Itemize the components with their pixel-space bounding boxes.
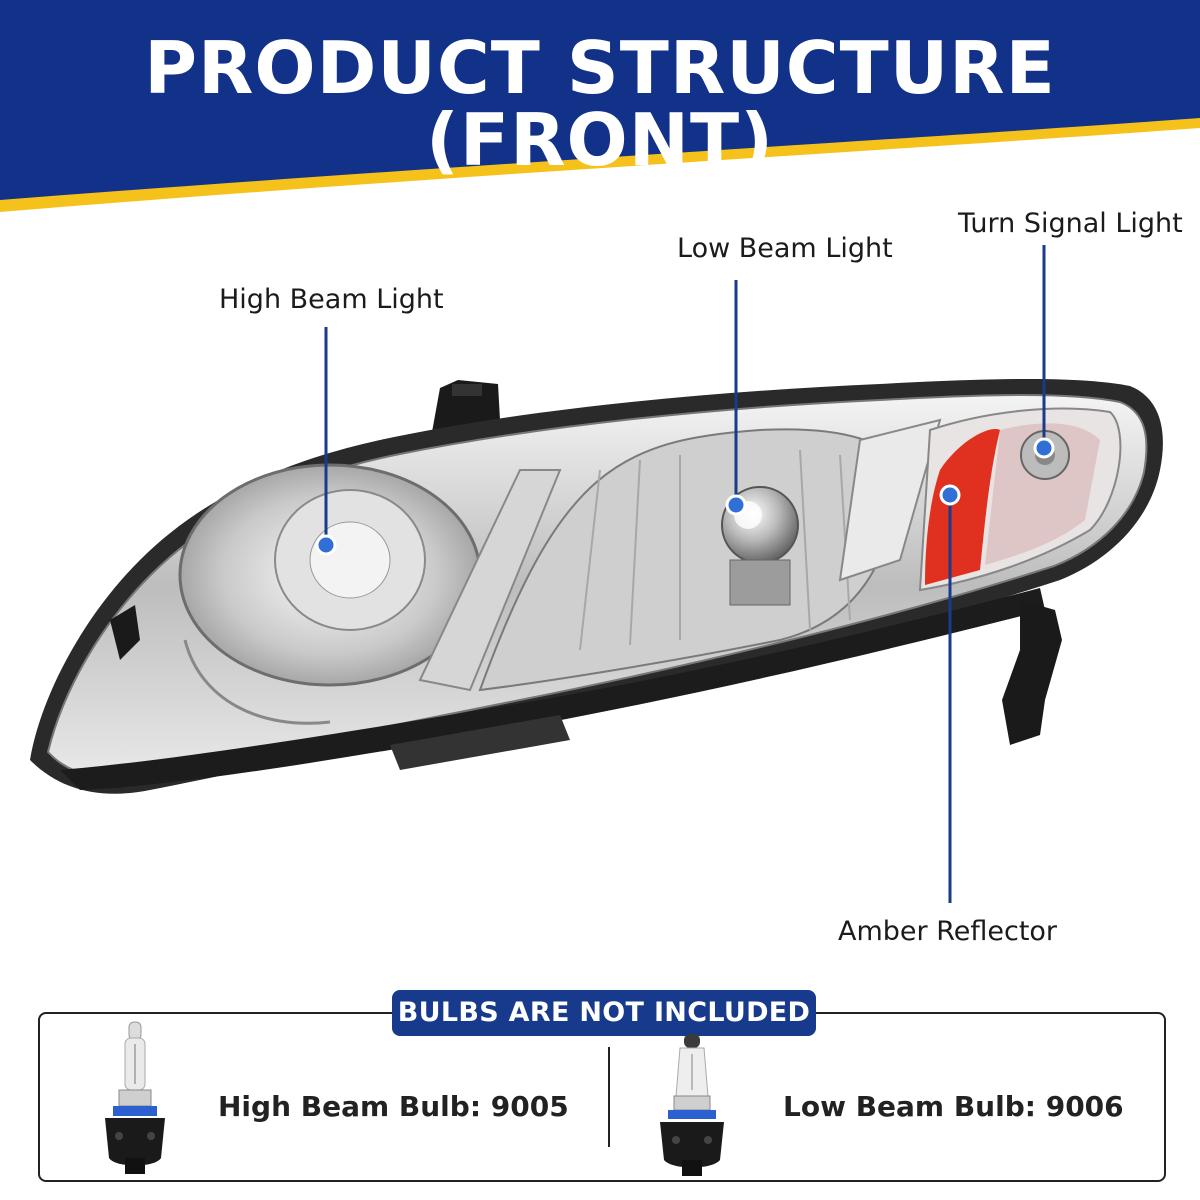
high-beam-label: High Beam Light	[219, 284, 444, 315]
high-beam-callout-dot	[315, 534, 337, 556]
low-beam-bulb-label: Low Beam Bulb: 9006	[783, 1090, 1124, 1123]
turn-signal-callout-dot	[1033, 437, 1055, 459]
turn-signal-label: Turn Signal Light	[958, 208, 1183, 239]
bulb-9006-icon	[660, 1034, 724, 1176]
headlight-assembly-image	[30, 245, 1163, 903]
low-beam-label: Low Beam Light	[677, 233, 893, 264]
low-beam-callout-dot	[725, 494, 747, 516]
bulbs-divider	[608, 1047, 610, 1147]
header-banner: PRODUCT STRUCTURE (FRONT)	[0, 0, 1200, 230]
high-beam-bulb-label: High Beam Bulb: 9005	[218, 1090, 569, 1123]
bulb-9005-icon	[105, 1021, 165, 1174]
banner-background	[0, 0, 1200, 212]
page-title: PRODUCT STRUCTURE (FRONT)	[144, 26, 1056, 182]
amber-reflector-label: Amber Reflector	[838, 916, 1058, 947]
bulbs-not-included-badge: BULBS ARE NOT INCLUDED	[392, 990, 816, 1036]
amber-reflector-callout-dot	[939, 484, 961, 506]
